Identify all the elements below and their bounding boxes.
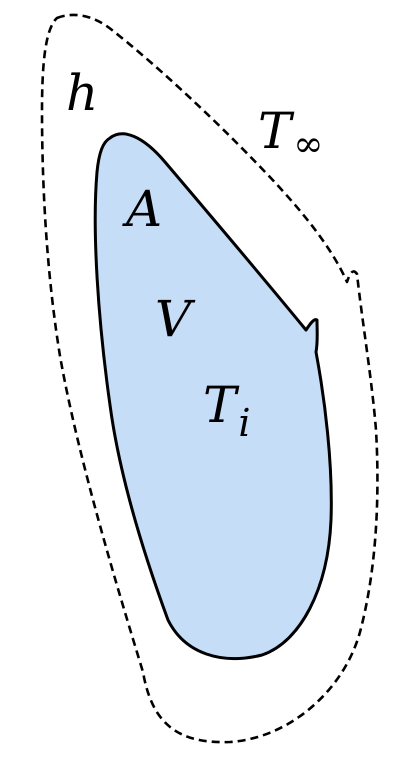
label-t-infinity-base: T (258, 102, 295, 160)
label-t-i: Ti (203, 376, 251, 445)
body-shape (93, 132, 333, 660)
label-h: h (66, 64, 98, 122)
label-v: V (155, 290, 196, 348)
label-t-infinity-subscript: ∞ (293, 124, 323, 165)
label-a: A (122, 180, 162, 238)
label-t-i-base: T (203, 376, 240, 434)
label-t-i-subscript: i (238, 401, 250, 445)
outer-dashed-boundary (40, 13, 379, 744)
label-t-infinity: T∞ (258, 102, 323, 165)
